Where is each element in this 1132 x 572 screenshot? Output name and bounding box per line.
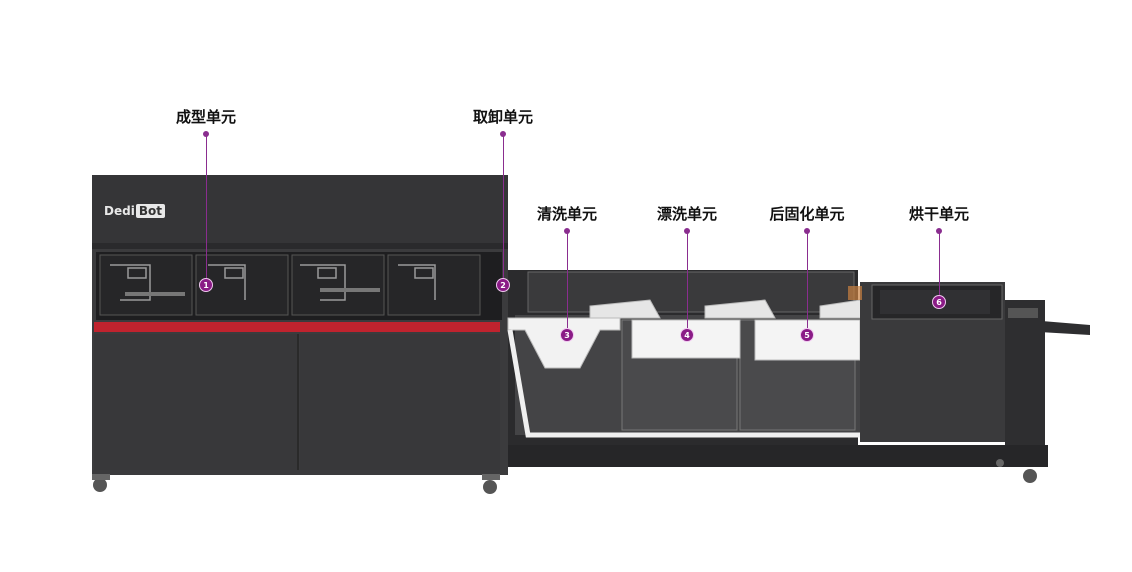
unit-label-rinsing: 漂洗单元 xyxy=(656,205,718,223)
unit-label-forming: 成型单元 xyxy=(175,108,237,126)
unit-badge-6: 6 xyxy=(932,295,946,309)
unit-badge-3: 3 xyxy=(560,328,574,342)
leader-line xyxy=(567,231,568,328)
unit-label-drying: 烘干单元 xyxy=(908,205,970,223)
leader-line xyxy=(503,134,504,278)
unit-label-cleaning: 清洗单元 xyxy=(536,205,598,223)
unit-label-unloading: 取卸单元 xyxy=(472,108,534,126)
unit-badge-4: 4 xyxy=(680,328,694,342)
leader-line xyxy=(687,231,688,328)
unit-badge-1: 1 xyxy=(199,278,213,292)
unit-badge-2: 2 xyxy=(496,278,510,292)
unit-badge-5: 5 xyxy=(800,328,814,342)
leader-line xyxy=(807,231,808,328)
unit-label-post-curing: 后固化单元 xyxy=(769,205,845,223)
leader-line xyxy=(206,134,207,278)
leader-line xyxy=(939,231,940,295)
